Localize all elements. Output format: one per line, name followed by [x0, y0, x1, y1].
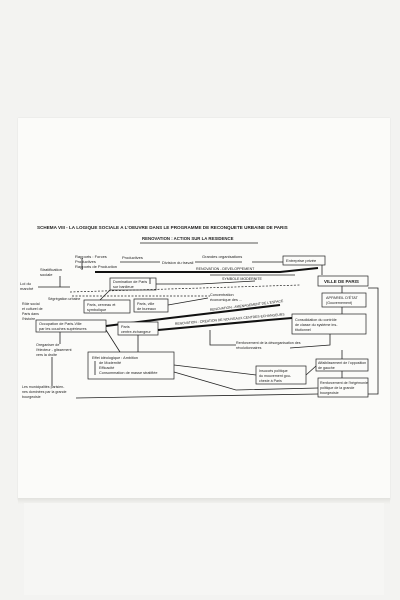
node-insucces-l3: cheste à Paris — [259, 379, 282, 383]
node-municipalites: Les municipalités parisien- nes dominées… — [22, 385, 67, 399]
svg-text:nes dominées par la grande: nes dominées par la grande — [22, 390, 67, 394]
node-renforcement-hegemonie-l3: bourgeoisie — [320, 391, 339, 395]
label-symbole-modernite: SYMBOLE MODERNITE — [222, 277, 263, 281]
svg-text:sociale: sociale — [40, 272, 53, 277]
svg-text:l'histoire: l'histoire — [22, 317, 35, 321]
link-domination-cerveau — [99, 289, 111, 301]
node-occupation-l2: par les couches supérieures — [39, 327, 87, 331]
node-paris-bureaux-l1: Paris, ville — [137, 302, 154, 306]
svg-text:Renforcement de la désorganisa: Renforcement de la désorganisation des — [236, 341, 301, 345]
diagram-title: SCHEMA VIII - LA LOGIQUE SOCIALE A L'OEU… — [37, 225, 288, 230]
node-consolidation-l2: de classe du système ins- — [295, 323, 338, 327]
dash-link-1 — [69, 284, 301, 293]
node-domination-paris-l1: Domination de Paris — [113, 280, 147, 284]
node-ville-de-paris: VILLE DE PARIS — [324, 279, 359, 284]
svg-text:l'électeur - glissement: l'électeur - glissement — [36, 348, 72, 352]
node-effet-ideologique-l4: Consommation de masse stratifiée — [99, 371, 157, 375]
node-effet-ideologique-l3: Efficacité — [99, 366, 114, 370]
svg-text:Concentration: Concentration — [210, 293, 234, 297]
svg-text:Rapports de Production: Rapports de Production — [75, 264, 117, 269]
link-ville-feedback — [368, 287, 379, 395]
link-consolidation-desorg — [289, 334, 331, 349]
link-occupation-effet — [105, 329, 121, 353]
node-paris-bureaux-l2: de bureaux — [137, 307, 156, 311]
node-consolidation-l3: titutionnel — [295, 328, 311, 332]
node-ville-de-paris-box — [317, 275, 369, 287]
band-renovation-developpement — [95, 266, 319, 274]
svg-text:Rôle social: Rôle social — [22, 302, 40, 306]
node-renforcement-hegemonie-l2: politique de la grande — [320, 386, 354, 390]
node-effet-ideologique-box — [87, 351, 175, 380]
node-effet-ideologique-l2: de Modernité — [99, 361, 121, 365]
node-consolidation-l1: Consolidation du contrôle — [295, 318, 337, 322]
svg-text:vers la droite: vers la droite — [36, 353, 57, 357]
node-affaiblissement-l1: Affaiblissement de l'opposition — [318, 361, 366, 365]
svg-text:économique des ...: économique des ... — [210, 298, 242, 302]
node-entreprise-privee: Entreprise privée — [286, 258, 317, 263]
node-effet-ideologique-l1: Effet idéologique : Ambition — [92, 356, 138, 360]
node-renforcement-hegemonie-l1: Renforcement de l'hégémonie — [320, 381, 368, 385]
book-page — [18, 118, 390, 500]
node-appareil-etat-l1: APPAREIL D'ÉTAT — [326, 295, 358, 300]
svg-text:et culturel de: et culturel de — [22, 307, 43, 311]
link-domination-right — [156, 280, 256, 285]
link-effet-insucces — [173, 364, 257, 376]
node-occupation-l1: Occupation de Paris-Ville — [39, 322, 82, 326]
node-appareil-etat-box — [321, 292, 367, 308]
svg-text:Paris dans: Paris dans — [22, 312, 39, 316]
node-productives: Productives — [122, 255, 143, 260]
node-insucces-l1: Insuccès politique — [259, 369, 288, 373]
node-grandes-organisations: Grandes organisations — [202, 254, 242, 259]
node-insucces-l2: du mouvement gou- — [259, 374, 292, 378]
node-stratification-sociale: Stratification sociale — [40, 267, 62, 277]
lower-blank-sheet — [24, 503, 384, 595]
node-paris-cerveau-l2: symbolique — [87, 308, 106, 312]
node-loi-du-marche: Loi du marché — [20, 281, 34, 291]
node-paris-bureaux-box — [133, 298, 169, 313]
svg-text:Stratification: Stratification — [40, 267, 62, 272]
node-oreganiser: Oreganiser de l'électeur - glissement ve… — [36, 343, 72, 357]
svg-text:révolutionnaires: révolutionnaires — [236, 346, 262, 350]
node-appareil-etat-l2: (Gouvernement) — [326, 301, 352, 305]
link-insucces-affaiblissement — [305, 365, 317, 376]
node-domination-paris-l2: sur banlieue — [113, 285, 134, 289]
svg-text:Oreganiser de: Oreganiser de — [36, 343, 59, 347]
node-paris-cerveau-l1: Paris, cerveau et — [87, 303, 116, 307]
svg-text:Productives: Productives — [75, 259, 96, 264]
svg-text:Loi du: Loi du — [20, 281, 31, 286]
node-affaiblissement-l2: de gauche — [318, 366, 335, 370]
link-municipalites-hegemonie — [75, 393, 319, 399]
node-segregation: Ségrégation urbaine — [48, 297, 80, 301]
node-rapports-forces: Rapports : Forces Productives Rapports d… — [75, 254, 117, 269]
node-renforcement-desorganisation: Renforcement de la désorganisation des r… — [236, 341, 301, 350]
svg-text:marché: marché — [20, 286, 34, 291]
svg-text:Rapports : Forces: Rapports : Forces — [75, 254, 107, 259]
page-edge-shadow — [18, 498, 390, 504]
diagram-subtitle: RENOVATION : ACTION SUR LA RESIDENCE — [142, 236, 234, 241]
node-consolidation-box — [291, 313, 367, 335]
link-creation-desorg — [209, 330, 236, 346]
node-paris-centre-l1: Paris — [121, 325, 130, 329]
node-entreprise-privee-box — [282, 255, 326, 266]
node-concentration: Concentration économique des ... — [210, 293, 242, 302]
node-role-social: Rôle social et culturel de Paris dans l'… — [22, 302, 43, 321]
node-paris-cerveau-box — [83, 299, 131, 314]
link-effet-hegemonie — [173, 371, 319, 391]
link-bureaux-concentration — [167, 297, 209, 306]
node-renforcement-hegemonie-box — [317, 377, 369, 398]
svg-text:bourgeoisie: bourgeoisie — [22, 395, 41, 399]
label-renovation-developpement: RENOVATION - DEVELOPPEMENT — [196, 267, 255, 271]
node-division-travail: Division du travail — [162, 260, 193, 265]
node-paris-centre-l2: centre-échangeur — [121, 330, 151, 334]
svg-text:Les municipalités parisien-: Les municipalités parisien- — [22, 385, 65, 389]
